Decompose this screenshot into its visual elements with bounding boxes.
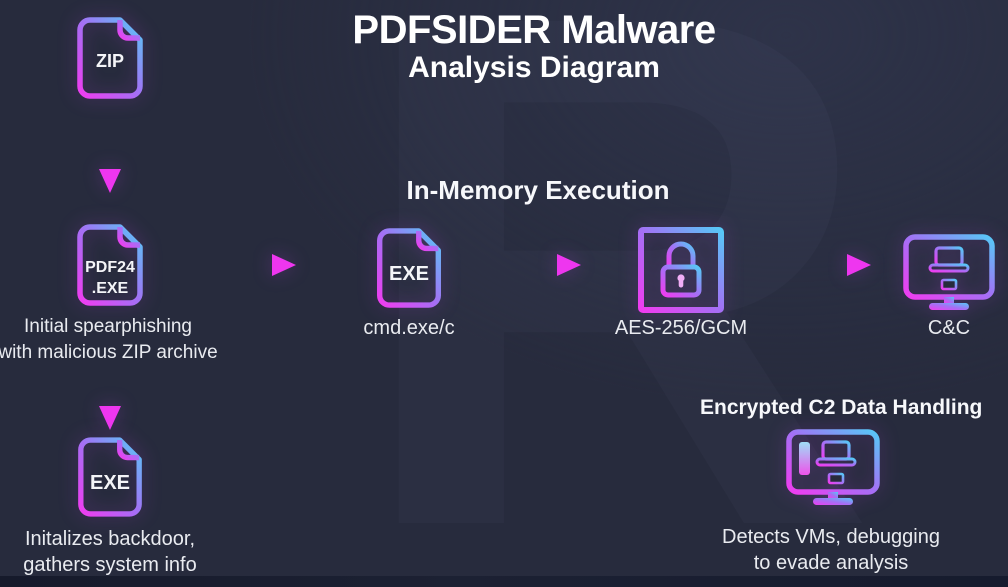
- aes-caption: AES-256/GCM: [614, 317, 748, 339]
- in-memory-heading: In-Memory Execution: [406, 175, 670, 205]
- exe-file-icon: [78, 437, 142, 517]
- right-arrow-icon: [519, 254, 581, 276]
- backdoor-caption: Initalizes backdoor, gathers system info: [23, 528, 197, 576]
- down-arrow-icon: [99, 368, 121, 430]
- bottom-edge-strip: [0, 576, 1008, 587]
- pdf24-file-label: PDF24 .EXE: [85, 259, 135, 297]
- page-title: PDFSIDER Malware: [352, 8, 716, 52]
- evasion-caption: Detects VMs, debugging to evade analysis: [722, 526, 940, 574]
- monitor-analysis-icon: [786, 429, 880, 505]
- right-arrow-icon: [809, 254, 871, 276]
- zip-file-label: ZIP: [95, 51, 124, 71]
- cmd-exe-label: EXE: [388, 263, 430, 285]
- cnc-caption: C&C: [927, 317, 971, 339]
- zip-file-icon: [77, 17, 143, 99]
- lock-icon: [638, 227, 724, 313]
- monitor-network-icon: [903, 234, 995, 310]
- cmd-caption: cmd.exe/c: [363, 317, 455, 339]
- spearphishing-caption: Initial spearphishing with malicious ZIP…: [0, 316, 218, 363]
- page-subtitle: Analysis Diagram: [408, 51, 660, 84]
- down-arrow-icon: [99, 131, 121, 193]
- exe-file-icon: [377, 228, 441, 308]
- pdf24-file-icon: [77, 224, 143, 306]
- exe-file-label: EXE: [89, 472, 131, 494]
- right-arrow-icon: [234, 254, 296, 276]
- c2-handling-heading: Encrypted C2 Data Handling: [700, 396, 983, 419]
